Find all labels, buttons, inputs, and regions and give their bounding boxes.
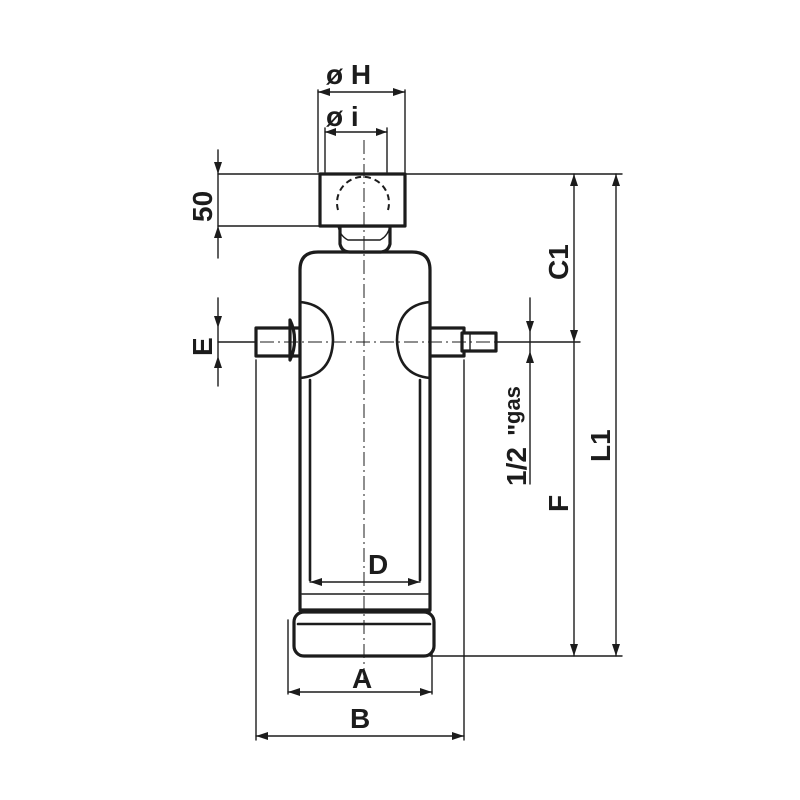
- label-gas-inch-mark: ": [502, 424, 532, 436]
- ball-socket-hidden-line: [336, 175, 390, 211]
- cylinder-barrel: [298, 250, 432, 612]
- centerlines: [236, 140, 540, 680]
- rod-eye-head: [318, 172, 407, 228]
- label-f: F: [543, 495, 574, 512]
- dimension-labels: ø H ø i 50 C1 L1 E 1/2 " gas F D A B: [187, 59, 616, 734]
- label-b: B: [350, 703, 370, 734]
- label-gas-unit: gas: [500, 386, 525, 424]
- cylinder-body: [254, 250, 498, 658]
- dimension-lines: [214, 88, 620, 740]
- label-c1: C1: [543, 244, 574, 280]
- label-gas-fraction: 1/2: [501, 447, 532, 486]
- label-l1: L1: [585, 429, 616, 462]
- label-e: E: [187, 337, 218, 356]
- label-phi-h: ø H: [326, 59, 371, 90]
- label-phi-i: ø i: [326, 101, 359, 132]
- left-trunnion-boss: [288, 318, 297, 362]
- label-50: 50: [187, 191, 218, 222]
- label-d: D: [368, 549, 388, 580]
- rod-neck: [338, 224, 392, 254]
- rod-assembly: [318, 172, 407, 254]
- label-a: A: [352, 663, 372, 694]
